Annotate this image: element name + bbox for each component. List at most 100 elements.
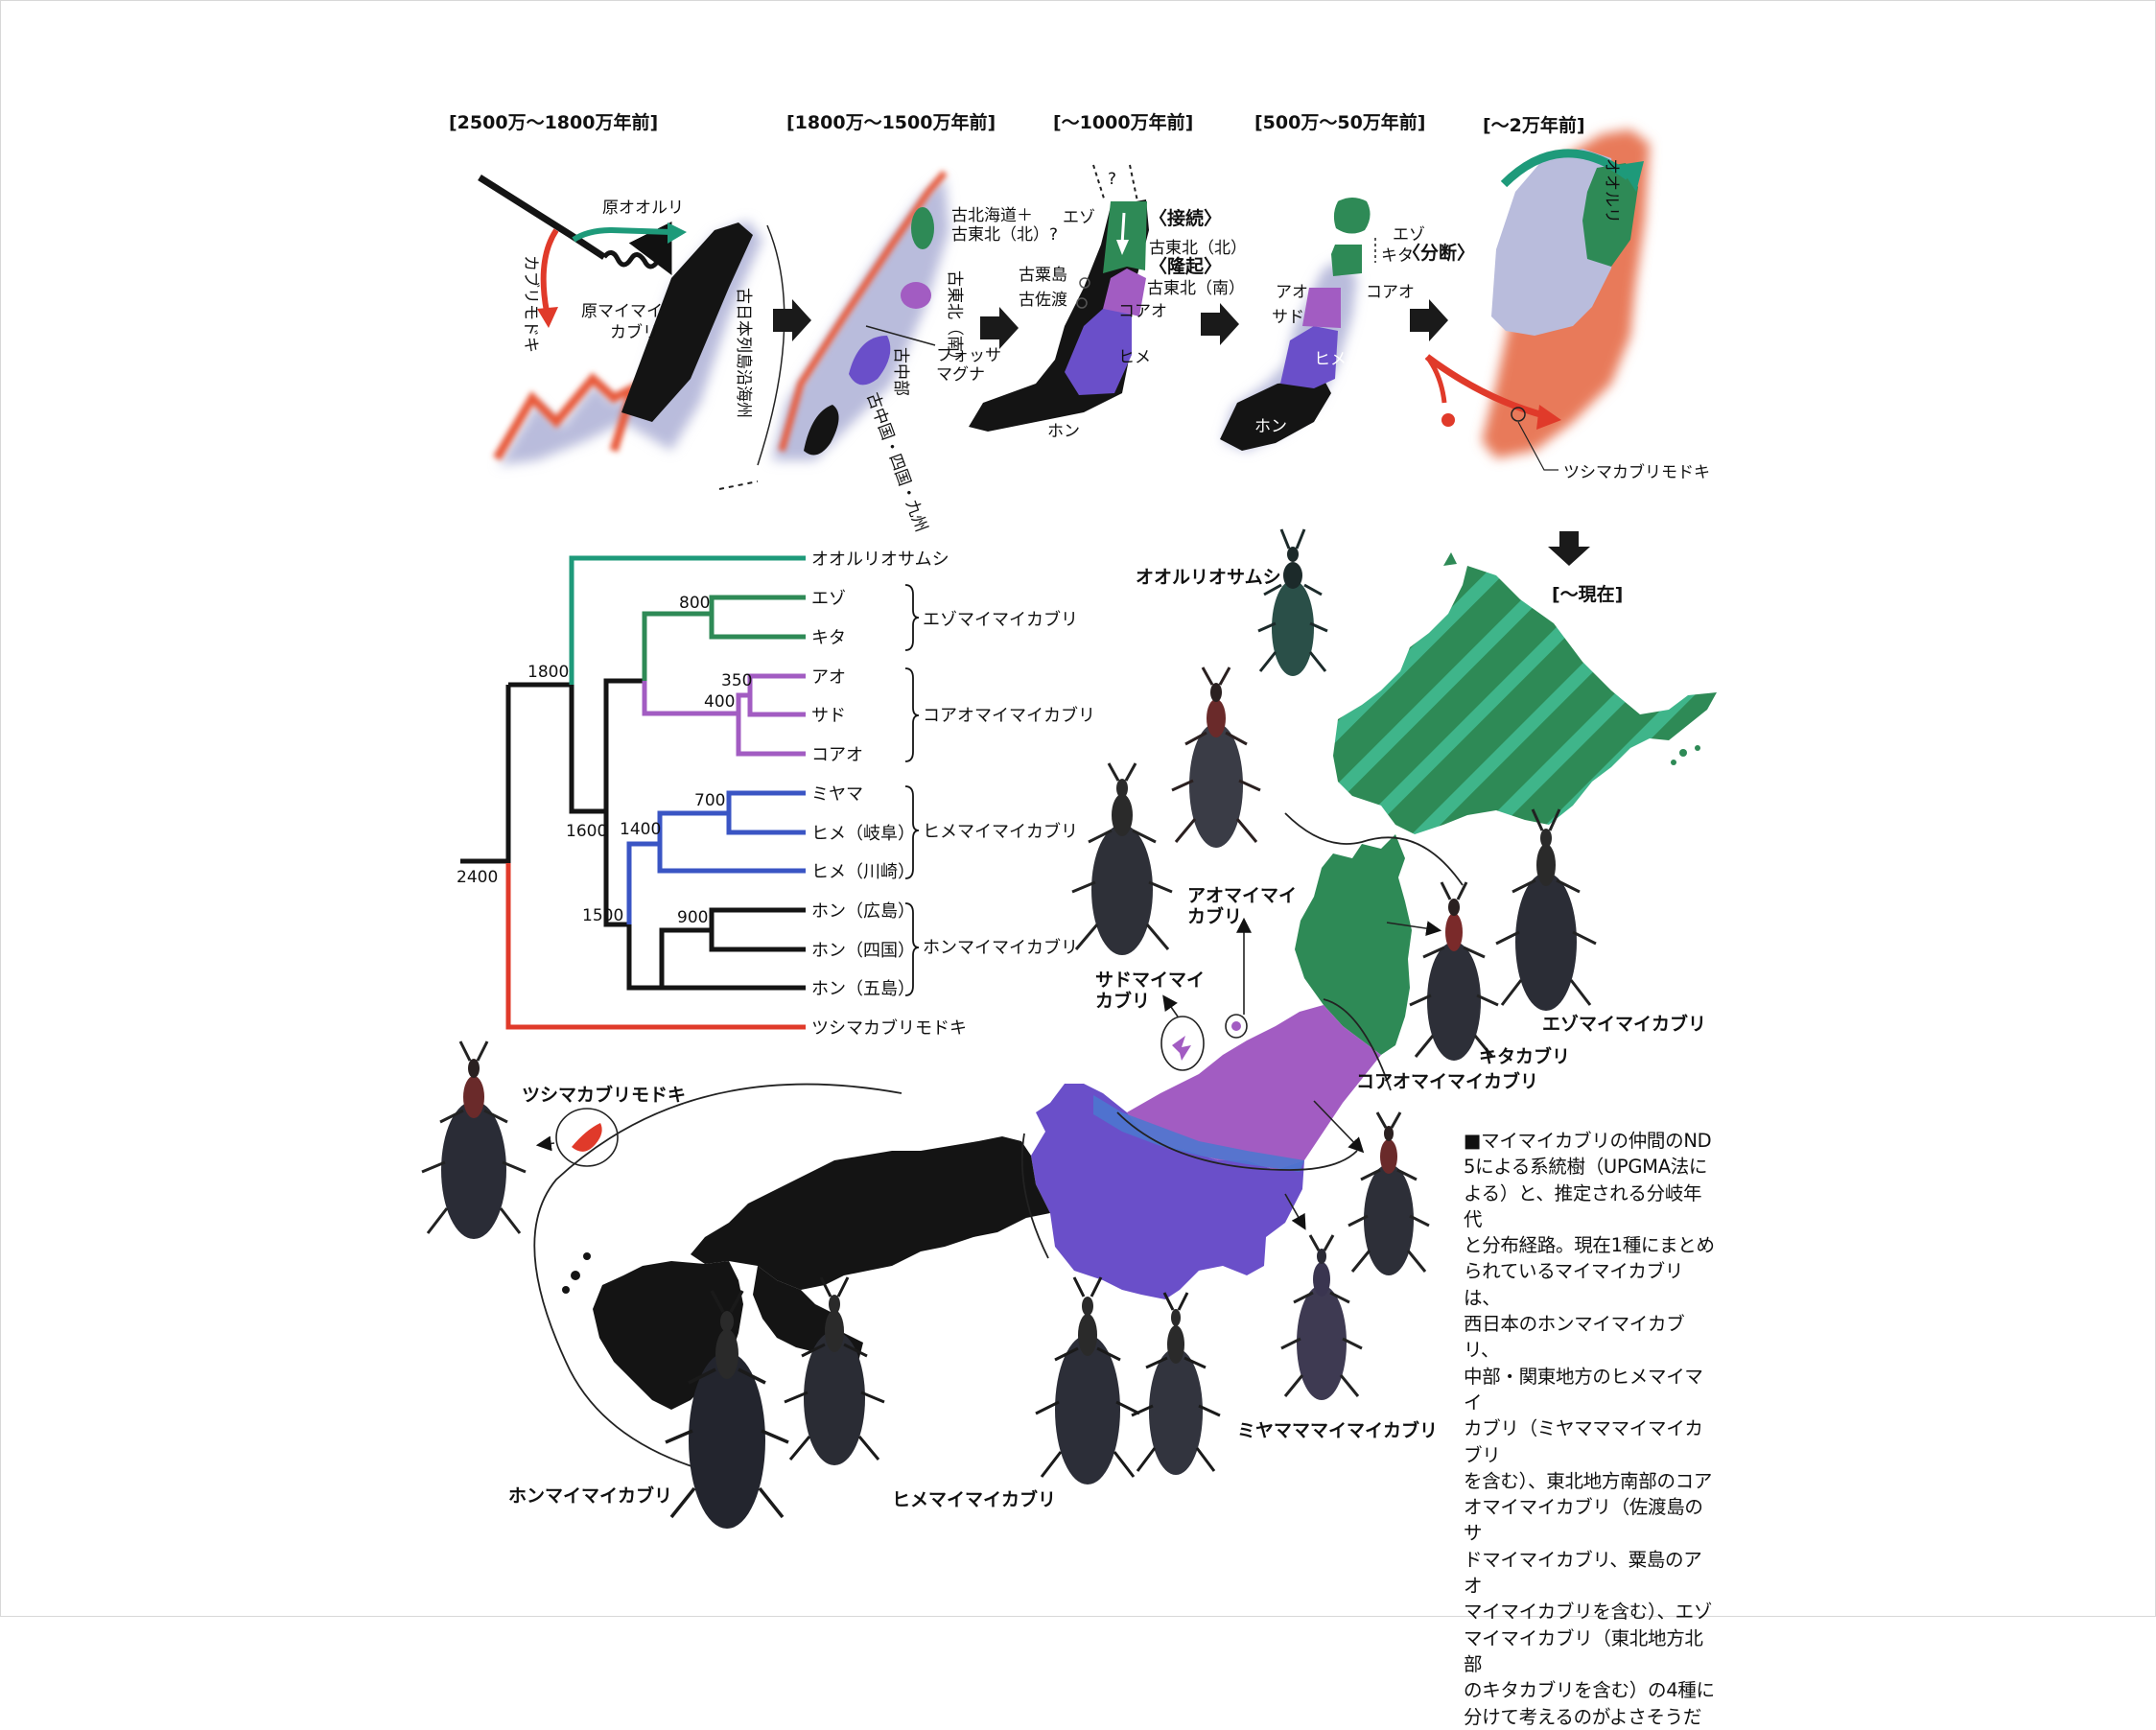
panel-5-land (1491, 149, 1621, 336)
panel-1-kaburimodoki-arrow (540, 228, 559, 313)
caption-line: マイマイカブリ（東北地方北部 (1464, 1626, 1703, 1675)
caption-line: 中部・関東地方のヒメマイマイ (1464, 1365, 1703, 1414)
panel-2-green-blob (911, 207, 934, 249)
beetle-sado (1071, 762, 1173, 955)
map-tohoku-south (1127, 1005, 1381, 1170)
panel-4-ezo-region (1333, 198, 1371, 234)
tree-node-1400: 1400 (620, 820, 661, 839)
panel-3-connect-arrow (1120, 212, 1126, 245)
panel-4-ao-island (1322, 296, 1327, 302)
bracket-hime (904, 785, 920, 879)
panel-1-coast-label: 古日本列島沿海州 (734, 288, 753, 418)
map-tsushima-arrow (535, 1135, 555, 1152)
tree-branch-hon (659, 927, 806, 991)
tree-group-koao: コアオマイマイカブリ (923, 705, 1095, 726)
tree-leaf-hon-goto: ホン（五島） (811, 979, 915, 999)
tree-branch-1400 (657, 810, 806, 874)
panel-3-land-black (969, 199, 1149, 432)
era-label-2: [1800万〜1500万年前] (786, 111, 996, 133)
panel-2-map: 古北海道＋ 古東北（北）? 古東北（南） 古中部 古中国・四国・九州 フォッサ … (718, 170, 1058, 535)
panel-1-ooruri-arrow (572, 226, 672, 243)
era-label-6: [〜現在] (1552, 583, 1623, 605)
label-ezo-maimai: エゾマイマイカブリ (1542, 1013, 1706, 1035)
map-kyushu (593, 1261, 743, 1410)
bracket-hon (904, 902, 920, 996)
caption-line: よる）と、推定される分岐年代 (1464, 1181, 1702, 1230)
tree-leaf-hime-gifu: ヒメ（岐阜） (811, 824, 915, 844)
map-kuril-2 (1695, 745, 1700, 751)
transition-arrow-1 (773, 299, 811, 341)
map-goto-1 (571, 1271, 580, 1280)
panel-2-hokkai-label-1: 古北海道＋ (951, 206, 1033, 225)
panel-2-black-blob (804, 405, 839, 456)
panel-4-purple-region (1302, 288, 1341, 328)
panel-3-island-sado (1076, 297, 1088, 309)
caption-line: マイマイカブリを含む）、エゾ (1464, 1601, 1713, 1624)
tree-leaf-sado: サド (811, 706, 846, 726)
tree-branch-1400-stem (626, 841, 660, 924)
panel-5-red-dot (1441, 413, 1455, 427)
panel-3-violet-region (1065, 309, 1132, 395)
bracket-ezo (904, 584, 920, 651)
map-awashima (1231, 1021, 1241, 1031)
label-ao-2: カブリ (1187, 905, 1242, 927)
era-label-5: [〜2万年前] (1483, 114, 1585, 136)
panel-4-black-region (1220, 379, 1331, 451)
panel-5-tsushima-arrow (1424, 354, 1548, 420)
caption-line: ■マイマイカブリの仲間のND (1464, 1130, 1712, 1152)
caption-line: 西日本のホンマイマイカブリ、 (1464, 1313, 1685, 1362)
panel-4-koao-label: コアオ (1366, 283, 1415, 302)
caption-line: と分布経路。現在1種にまとめ (1464, 1234, 1715, 1257)
panel-2-tohoku-label: 古東北（南） (945, 270, 964, 368)
panel-4-violet-region (1280, 326, 1338, 388)
label-sado-1: サドマイマイ (1095, 970, 1205, 991)
tree-branch-900 (709, 907, 806, 952)
beetle-koao (1348, 1111, 1430, 1275)
panel-3-tohoku-n-label: 古東北（北） (1149, 239, 1247, 258)
panel-2-purple-blob (901, 282, 931, 309)
tree-leaf-hime-kawasaki: ヒメ（川崎） (811, 862, 915, 882)
map-awashima-circle (1225, 1014, 1248, 1039)
map-boundary-hon-west (533, 1083, 902, 1478)
map-chubu-kanto (1031, 1084, 1304, 1299)
panel-2-hokkai-label-2: 古東北（北）? (951, 225, 1058, 245)
panel-5-tsushima-label: ツシマカブリモドキ (1563, 462, 1710, 482)
caption-line: 分けて考えるのがよさそうだ (1464, 1705, 1702, 1728)
tree-node-2400: 2400 (457, 868, 498, 887)
panel-1-coast-red (493, 372, 641, 461)
map-sado-circle (1160, 1016, 1205, 1071)
label-kita-kaburi: キタカブリ (1479, 1045, 1570, 1067)
down-arrow-present (1548, 531, 1590, 566)
map-hokkaido (1333, 566, 1717, 834)
panel-5-tsushima-branch (1424, 355, 1447, 404)
tree-leaf-koao: コアオ (811, 745, 863, 765)
panel-3-island-awashima (1079, 277, 1090, 289)
map-kuril-3 (1671, 760, 1676, 765)
panel-3-uplift-label: 〈隆起〉 (1149, 255, 1222, 277)
panel-5-green-region (1582, 163, 1638, 267)
beetle-tsushima (421, 1040, 527, 1239)
tree-leaf-tsushima: ツシマカブリモドキ (811, 1017, 967, 1039)
tree-node-1800: 1800 (527, 663, 569, 682)
panel-2-dashed-line (718, 480, 759, 490)
tree-branch-ooruri (569, 555, 806, 685)
panel-3-sado-label: 古佐渡 (1019, 291, 1067, 310)
beetle-ooruri (1257, 528, 1328, 676)
tree-leaf-ezo: エゾ (811, 589, 846, 609)
beetle-hon-2 (784, 1276, 885, 1465)
label-ooruri-osamushi: オオルリオサムシ (1136, 567, 1281, 588)
panel-1-maimai-path (478, 175, 606, 260)
panel-5-ooruri-label: オオルリ (1602, 158, 1621, 223)
label-koao-maimai: コアオマイマイカブリ (1356, 1070, 1538, 1092)
panel-4-land (1223, 259, 1357, 451)
panel-2-chubu-label: 古中部 (891, 347, 910, 396)
tree-branch-ezo-kita (709, 595, 806, 640)
label-hime-maimai: ヒメマイマイカブリ (892, 1488, 1056, 1510)
panel-1-maimai-label-1: 原マイマイ (581, 302, 663, 321)
panel-2-chugoku-label: 古中国・四国・九州 (862, 390, 930, 535)
map-boundary-hon-east (1020, 1133, 1049, 1259)
era-label-3: [〜1000万年前] (1053, 111, 1193, 133)
map-tsushima (572, 1123, 602, 1152)
panel-3-hime-label: ヒメ (1118, 348, 1151, 367)
caption-line: のキタカブリを含む）の4種に (1464, 1679, 1715, 1702)
